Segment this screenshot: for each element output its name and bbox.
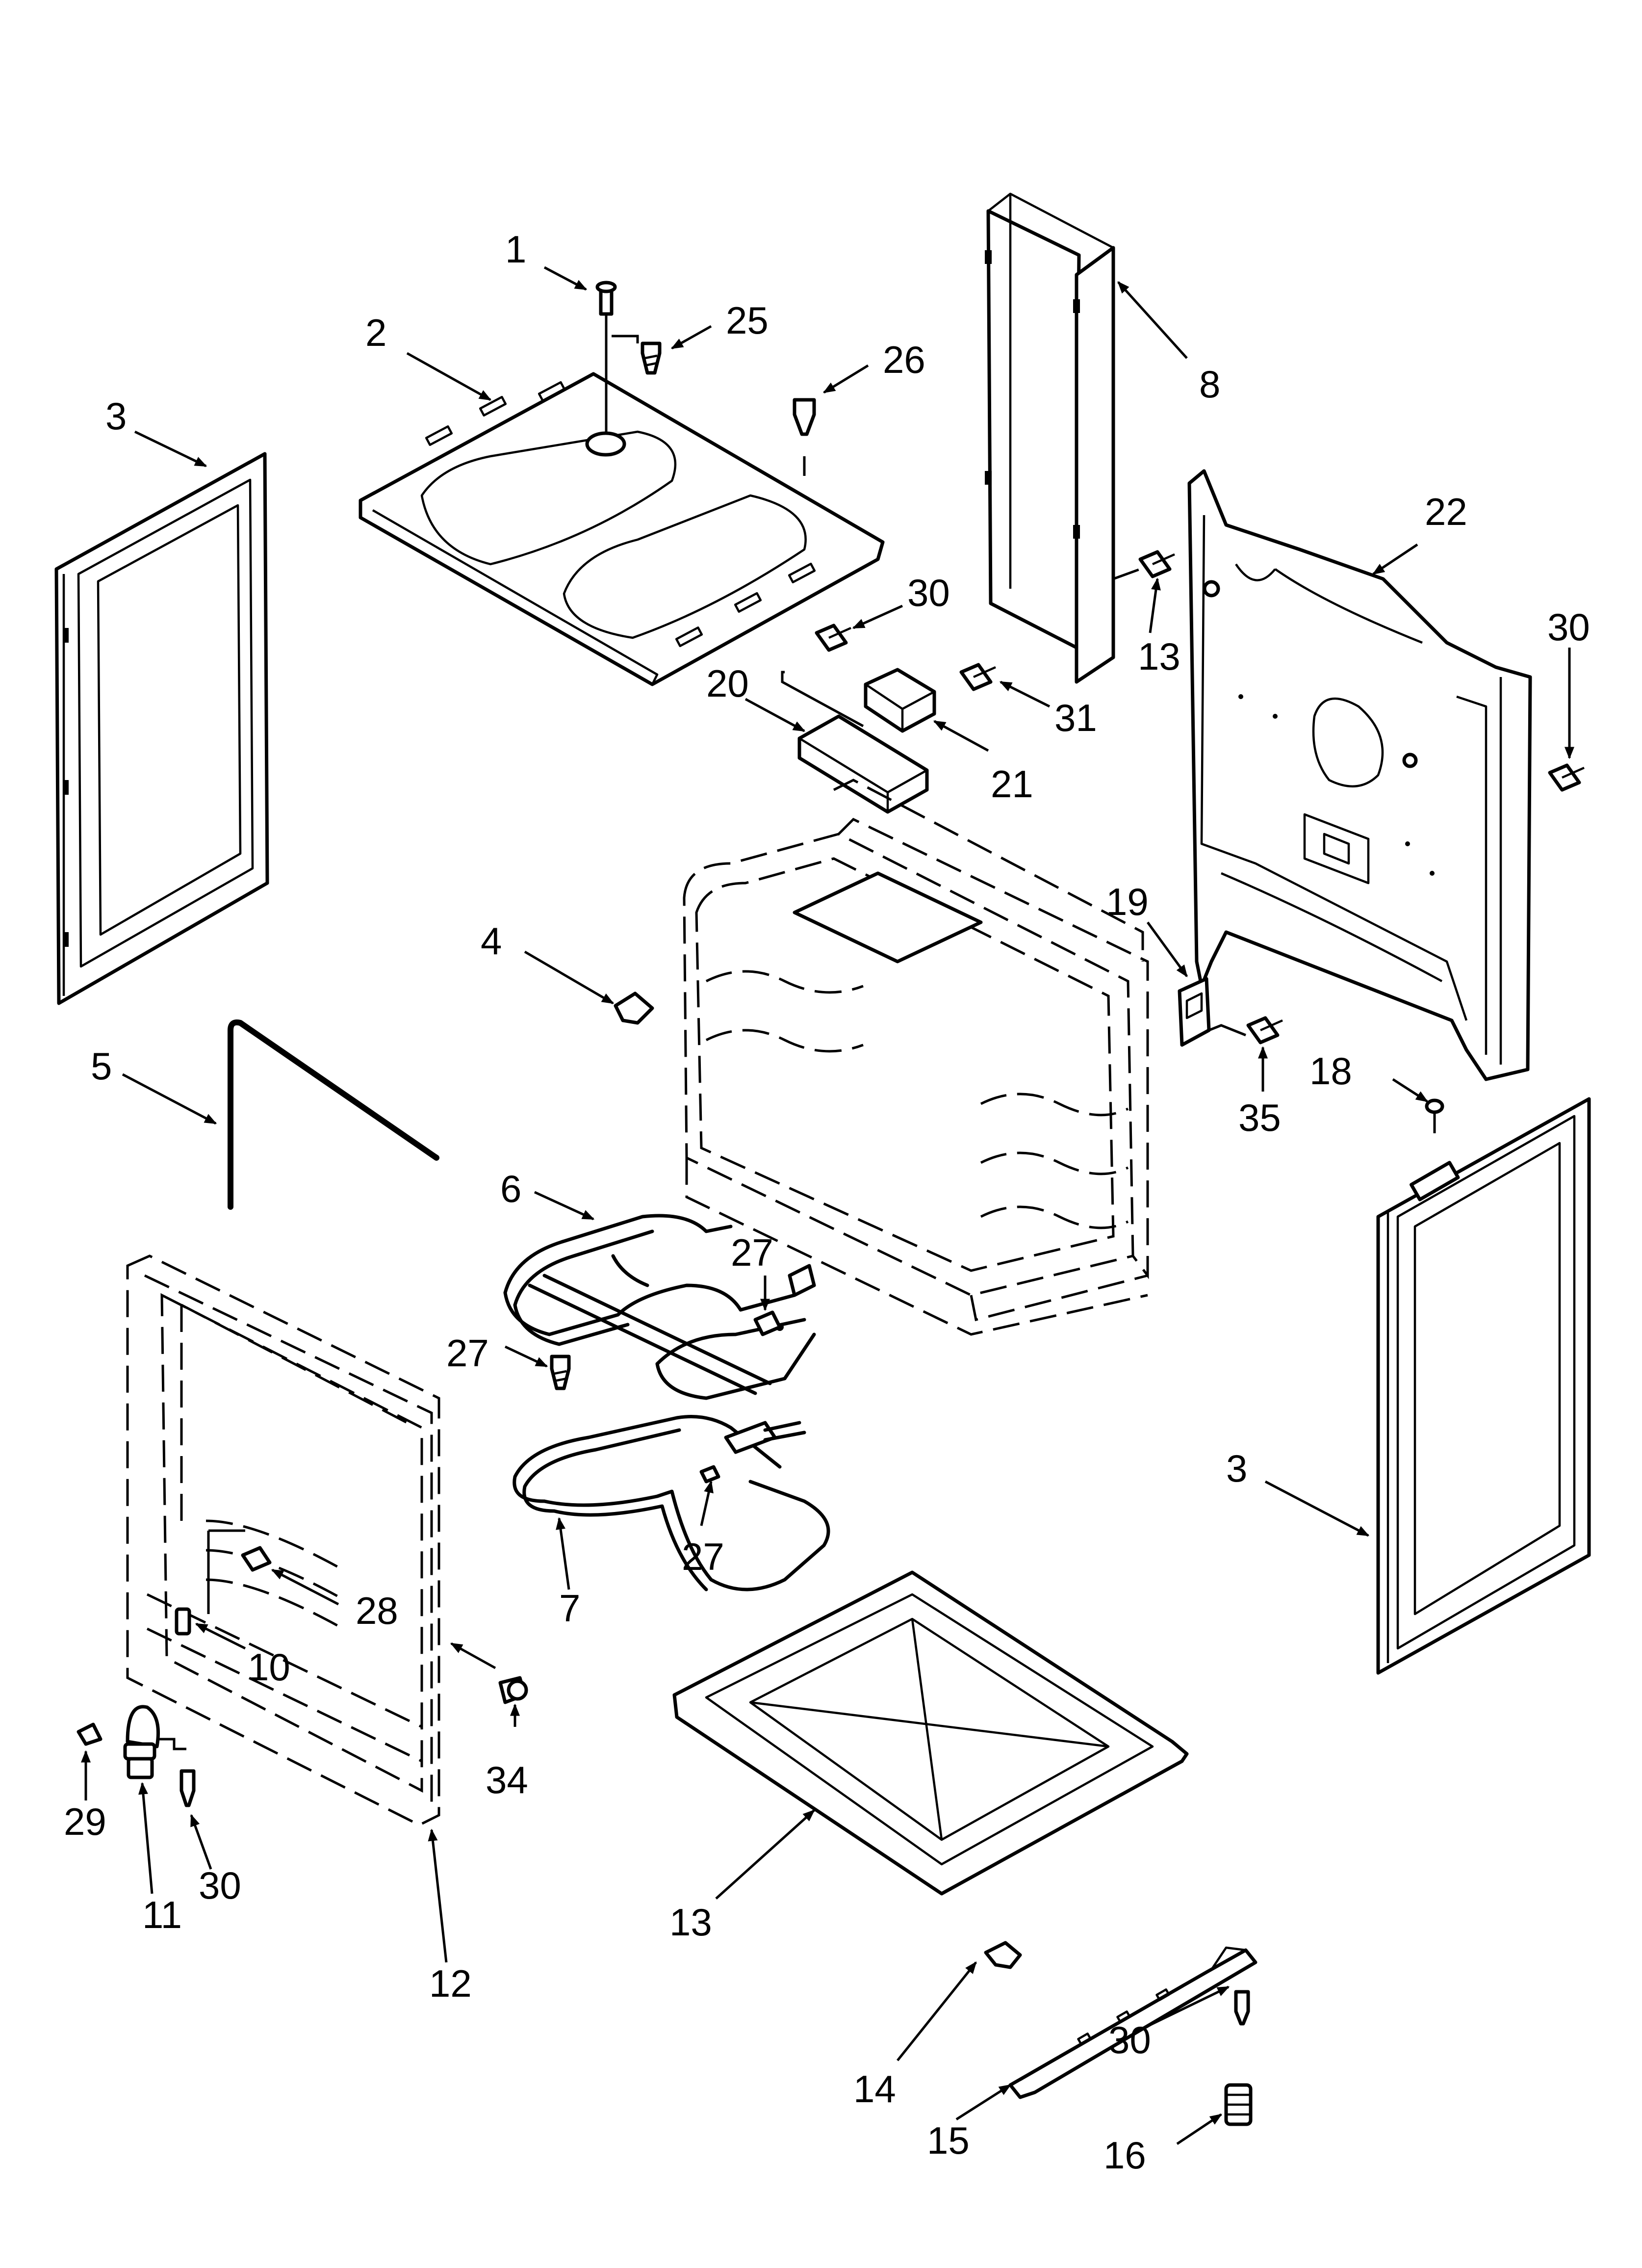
- part-25-screw: [641, 341, 662, 375]
- callout-10: 10: [248, 1645, 290, 1689]
- part-10-clip: [175, 1607, 191, 1636]
- part-28-screw: [207, 1529, 272, 1614]
- callout-7: 7: [559, 1587, 580, 1630]
- callout-3-left: 3: [105, 394, 127, 438]
- part-6-broil-element: [503, 1214, 816, 1400]
- part-1-screw: [595, 281, 639, 434]
- callout-27-upper: 27: [731, 1231, 773, 1274]
- callout-14: 14: [853, 2067, 896, 2111]
- callout-16: 16: [1103, 2134, 1146, 2177]
- part-14-clip: [984, 1941, 1022, 1969]
- part-2-top-panel: [359, 372, 885, 686]
- part-27-screw-left: [550, 1355, 571, 1390]
- callout-31: 31: [1054, 696, 1097, 739]
- callout-30-top: 30: [907, 571, 950, 614]
- part-18-plug: [1425, 1098, 1444, 1133]
- callout-27-left: 27: [446, 1331, 489, 1375]
- callout-29: 29: [64, 1800, 106, 1843]
- part-26-screw: [793, 398, 816, 476]
- part-27-screw-upper: [753, 1310, 782, 1336]
- callout-30-lower-left: 30: [199, 1864, 241, 1907]
- part-7-bake-element: [513, 1415, 830, 1591]
- callout-1: 1: [505, 228, 526, 271]
- callout-13-bottom: 13: [669, 1901, 712, 1944]
- part-31-screw: [959, 663, 996, 691]
- part-20-bracket: [781, 671, 929, 814]
- part-11-lock-assembly: [123, 1705, 186, 1779]
- callout-27-lower: 27: [682, 1535, 724, 1578]
- part-8-vertical-channel: [985, 192, 1115, 684]
- part-16-leveling-foot: [1224, 2083, 1253, 2126]
- callout-8: 8: [1199, 363, 1220, 406]
- callout-labels: 1 2 3 25 26 8 22 30 13 30 20 31 21 19 4 …: [64, 228, 1590, 2177]
- callout-34: 34: [486, 1758, 528, 1801]
- callout-21: 21: [991, 762, 1033, 806]
- callout-30-lower-right: 30: [1108, 2018, 1151, 2061]
- part-22-rear-panel: [1187, 469, 1532, 1081]
- callout-30-right: 30: [1547, 605, 1590, 649]
- callout-4: 4: [481, 919, 502, 963]
- callout-18: 18: [1309, 1049, 1352, 1093]
- callout-2: 2: [365, 311, 386, 354]
- callout-25: 25: [726, 299, 769, 342]
- callout-15: 15: [927, 2119, 970, 2162]
- part-5-gasket: [228, 1019, 439, 1210]
- part-30-screw-right: [1548, 763, 1585, 792]
- part-3-left-side-panel: [54, 452, 269, 1005]
- part-35-screw: [1246, 1016, 1283, 1044]
- part-29-screw: [77, 1722, 103, 1746]
- callout-3-right: 3: [1226, 1447, 1247, 1490]
- part-15-rail: [1008, 1946, 1257, 2099]
- callout-13-top: 13: [1138, 635, 1180, 678]
- callout-20: 20: [706, 662, 749, 705]
- part-30-screw-lower-right: [1234, 1990, 1250, 2026]
- callout-19: 19: [1106, 880, 1149, 923]
- oven-cavity-outline: [683, 779, 1149, 1336]
- callout-5: 5: [91, 1044, 112, 1088]
- part-13-screw: [1113, 550, 1175, 580]
- callout-28: 28: [356, 1589, 398, 1632]
- part-13-bottom-panel: [672, 1570, 1189, 1896]
- part-4-clip: [614, 991, 654, 1025]
- callout-12: 12: [429, 1962, 472, 2005]
- callout-26: 26: [883, 338, 925, 381]
- callout-22: 22: [1425, 490, 1467, 533]
- leader-arrows: [81, 266, 1574, 2145]
- part-30-screw-upper: [815, 624, 851, 652]
- part-21-terminal-block: [864, 668, 936, 733]
- callout-35: 35: [1238, 1096, 1281, 1139]
- part-34-screw: [498, 1676, 528, 1704]
- part-12-front-frame: [126, 1254, 440, 1826]
- callout-11: 11: [142, 1893, 182, 1936]
- part-30-screw-lower-left: [180, 1769, 196, 1807]
- part-3-right-side-panel: [1376, 1097, 1591, 1675]
- part-19-bracket: [1178, 977, 1246, 1047]
- callout-6: 6: [500, 1167, 521, 1210]
